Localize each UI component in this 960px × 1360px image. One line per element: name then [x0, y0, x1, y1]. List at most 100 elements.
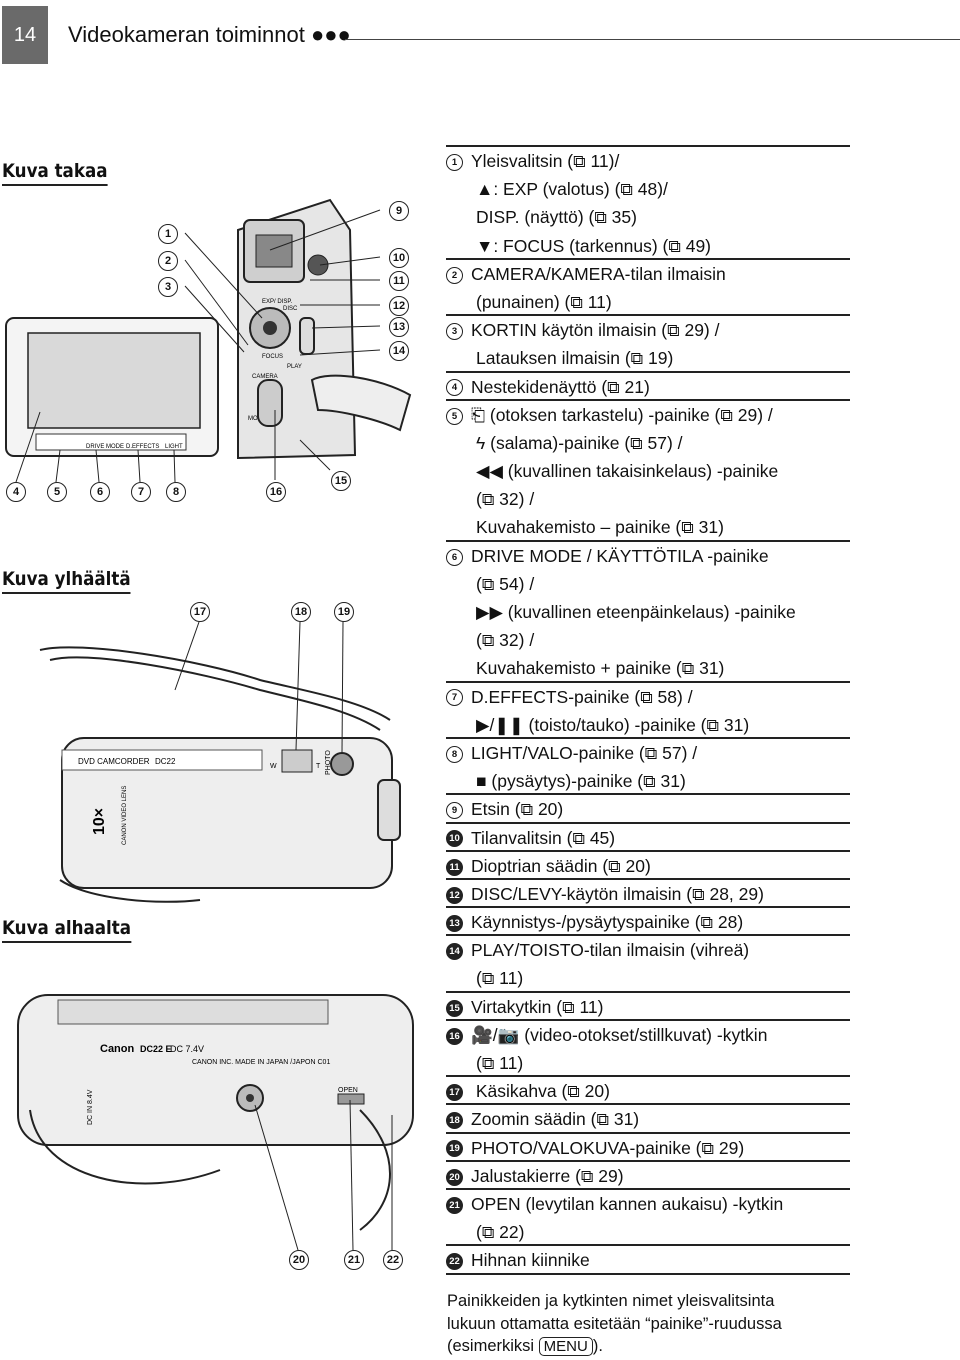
item-text: LIGHT/VALO-painike (⧉ 57) / — [471, 742, 698, 763]
top-view-drawing: DVD CAMCORDER DC22 10× CANON VIDEO LENS … — [39, 621, 401, 903]
bottom-label-open: OPEN — [338, 1087, 358, 1094]
item-number: 15 — [446, 999, 463, 1017]
section-top-view: Kuva ylhäältä — [2, 568, 131, 594]
list-item: (⧉ 11) — [446, 1049, 850, 1078]
item-number: 13 — [446, 914, 463, 932]
item-text: Virtakytkin (⧉ 11) — [471, 996, 604, 1017]
list-item: ■ (pysäytys)-painike (⧉ 31) — [446, 767, 850, 796]
top-label-lens-text: CANON VIDEO LENS — [122, 786, 128, 845]
item-number: 11 — [446, 858, 463, 876]
list-item: 4 Nestekidenäyttö (⧉ 21) — [446, 373, 850, 401]
chapter-title: Videokameran toiminnot ●●● — [68, 22, 351, 47]
item-text: OPEN (levytilan kannen aukaisu) -kytkin — [471, 1193, 784, 1214]
item-text: 🎥/📷 (video-otokset/stillkuvat) -kytkin — [471, 1024, 768, 1045]
note-line-2: lukuun ottamatta esitetään “painike”-ruu… — [447, 1314, 782, 1333]
callout-18: 18 — [291, 602, 311, 622]
callout-10: 10 — [389, 248, 409, 268]
item-number: 16 — [446, 1027, 463, 1045]
list-item: ϟ (salama)-painike (⧉ 57) / — [446, 429, 850, 457]
item-text: (⧉ 32) / — [476, 630, 535, 651]
bottom-label-dc: DC 7.4V — [170, 1044, 204, 1054]
back-view-drawing: DRIVE MODE D.EFFECTS LIGHT EXP/ DISP. DI… — [5, 198, 412, 483]
item-text: PHOTO/VALOKUVA-painike (⧉ 29) — [471, 1137, 745, 1158]
item-text: Kuvahakemisto – painike (⧉ 31) — [476, 517, 724, 538]
list-item: 16 🎥/📷 (video-otokset/stillkuvat) -kytkin — [446, 1021, 850, 1049]
note-line-1: Painikkeiden ja kytkinten nimet yleisval… — [447, 1292, 775, 1310]
section-bottom-view: Kuva alhaalta — [2, 917, 132, 943]
item-number: 2 — [446, 266, 463, 284]
item-text: ▲: EXP (valotus) (⧉ 48)/ — [476, 179, 668, 200]
item-number: 5 — [446, 407, 463, 425]
list-item: ◀◀ (kuvallinen takaisinkelaus) -painike — [446, 457, 850, 485]
list-item: (⧉ 54) / — [446, 570, 850, 598]
list-item: 15 Virtakytkin (⧉ 11) — [446, 993, 850, 1021]
item-text: Hihnan kiinnike — [471, 1250, 590, 1271]
item-number: 3 — [446, 323, 463, 340]
camcorder-illustrations: DRIVE MODE D.EFFECTS LIGHT EXP/ DISP. DI… — [5, 198, 414, 1251]
item-number: 8 — [446, 745, 463, 763]
list-item: Kuvahakemisto – painike (⧉ 31) — [446, 513, 850, 542]
back-label-focus: FOCUS — [262, 354, 283, 360]
top-label-t: T — [316, 763, 321, 770]
back-label-play: PLAY — [287, 364, 302, 370]
item-number: 21 — [446, 1196, 463, 1214]
back-label-d-effects: D.EFFECTS — [126, 444, 159, 450]
callout-1: 1 — [158, 224, 178, 244]
list-item: (⧉ 32) / — [446, 626, 850, 654]
list-item: (punainen) (⧉ 11) — [446, 288, 850, 317]
callout-3: 3 — [158, 277, 178, 297]
bottom-label-made: CANON INC. MADE IN JAPAN /JAPON C01 — [192, 1059, 330, 1066]
item-number: 9 — [446, 802, 463, 820]
list-item: 11 Dioptrian säädin (⧉ 20) — [446, 852, 850, 880]
item-number: 14 — [446, 943, 463, 961]
list-item: 21 OPEN (levytilan kannen aukaisu) -kytki… — [446, 1190, 850, 1218]
item-text: Yleisvalitsin (⧉ 11)/ — [471, 151, 620, 171]
back-label-mode: MODE — [248, 416, 266, 422]
list-item: (⧉ 11) — [446, 964, 850, 993]
item-number: 4 — [446, 379, 463, 397]
callout-11: 11 — [389, 271, 409, 291]
item-text: ϟ (salama)-painike (⧉ 57) / — [476, 432, 683, 453]
top-label-w: W — [270, 763, 277, 770]
back-label-light: LIGHT — [165, 444, 183, 450]
callout-14: 14 — [389, 341, 409, 361]
item-text: (⧉ 11) — [476, 1053, 524, 1073]
item-text: ▶▶ (kuvallinen eteenpäinkelaus) -painike — [476, 602, 796, 622]
callout-8: 8 — [166, 482, 186, 502]
note-line-3-pre: (esimerkiksi — [447, 1337, 539, 1355]
top-label-model: DC22 — [155, 757, 176, 766]
back-label-disc: DISC — [283, 306, 298, 312]
callout-22: 22 — [383, 1250, 403, 1270]
item-text: Dioptrian säädin (⧉ 20) — [471, 855, 651, 876]
item-text: Jalustakierre (⧉ 29) — [471, 1165, 624, 1186]
item-number: 18 — [446, 1112, 463, 1130]
parts-list: 1 Yleisvalitsin (⧉ 11)/ ▲: EXP (valotus) (… — [446, 145, 850, 1275]
item-text: KORTIN käytön ilmaisin (⧉ 29) / — [471, 320, 720, 341]
callout-4: 4 — [6, 482, 26, 502]
item-text: (⧉ 32) / — [476, 489, 535, 510]
item-text: (⧉ 22) — [476, 1222, 525, 1243]
callout-19: 19 — [334, 602, 354, 622]
list-item: 8 LIGHT/VALO-painike (⧉ 57) / — [446, 739, 850, 767]
item-number: 1 — [446, 153, 463, 171]
item-text: Kuvahakemisto + painike (⧉ 31) — [476, 658, 725, 679]
bottom-view-drawing: Canon DC22 E DC 7.4V CANON INC. MADE IN … — [17, 994, 414, 1251]
header-rule — [345, 39, 960, 40]
item-text: (punainen) (⧉ 11) — [476, 291, 612, 312]
callout-13: 13 — [389, 317, 409, 337]
callout-12: 12 — [389, 296, 409, 316]
item-text: DRIVE MODE / KÄYTTÖTILA -painike — [471, 545, 769, 566]
item-number: 17 — [446, 1084, 463, 1102]
back-label-drive-mode: DRIVE MODE — [86, 444, 124, 450]
list-item: (⧉ 32) / — [446, 485, 850, 513]
item-number: 12 — [446, 886, 463, 904]
item-text: Nestekidenäyttö (⧉ 21) — [471, 376, 650, 397]
callout-17: 17 — [190, 602, 210, 622]
